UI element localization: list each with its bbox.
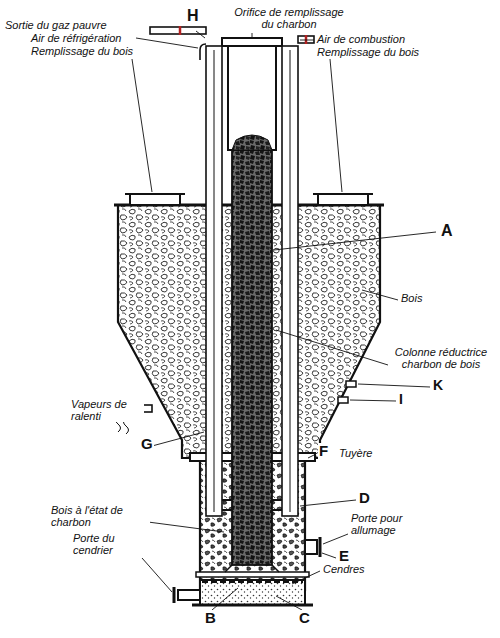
part-label: Bois: [400, 292, 423, 304]
leader-line: [362, 290, 398, 300]
grate: [202, 581, 303, 583]
leader-line: [358, 384, 430, 387]
tuyere-nozzle: [222, 500, 282, 510]
column-mouth: [225, 565, 279, 572]
part-label: Vapeurs de ralenti: [70, 398, 144, 422]
air-pipe: [282, 46, 298, 516]
leader-line: [300, 500, 356, 506]
cooling-air-inlet: [200, 44, 206, 60]
leader-line: [274, 232, 436, 250]
leader-line: [148, 522, 224, 532]
air-pipe-inner: [290, 50, 291, 512]
cap-rim: [125, 193, 185, 195]
ash-door-handle: [173, 587, 176, 603]
leader-line: [152, 432, 204, 446]
part-label: Air de réfrigération: [30, 32, 123, 44]
ash-door: [178, 590, 200, 600]
charging-neck: [228, 46, 276, 150]
part-label: Sortie du gaz pauvre: [4, 19, 108, 31]
leader-line: [330, 59, 342, 192]
part-label: Tuyère: [338, 447, 373, 459]
leader-line: [350, 400, 396, 401]
callout-letter: B: [204, 610, 217, 627]
part-label: Air de combustion: [316, 33, 406, 45]
callout-letter: K: [432, 378, 444, 393]
part-label: Bois à l'état de charbon: [50, 504, 150, 528]
part-label: Orifice de remplissage du charbon: [232, 6, 346, 30]
part-label: Colonne réductrice charbon de bois: [390, 346, 492, 370]
callout-letter: I: [398, 392, 404, 407]
leader-lines: [132, 31, 436, 610]
leader-line: [132, 59, 152, 192]
ignition-door: [305, 540, 317, 554]
leader-line: [142, 558, 172, 592]
callout-letter: H: [186, 7, 200, 25]
leader-line: [276, 330, 388, 365]
gas-outlet-pipe: [150, 27, 206, 34]
cap-rim: [313, 193, 373, 195]
air-pipe: [206, 46, 222, 516]
port-i: [338, 397, 348, 403]
leader-line: [323, 534, 348, 544]
callout-letter: G: [140, 436, 154, 453]
air-pipe-inner: [214, 50, 215, 512]
leader-line: [196, 31, 205, 38]
combustion-air-inlet: [298, 36, 314, 43]
port-k: [346, 381, 356, 387]
leader-line: [322, 553, 336, 558]
callout-letter: C: [298, 610, 311, 627]
leader-line: [276, 596, 302, 610]
ignition-door-handle: [319, 537, 322, 557]
leader-line: [136, 38, 198, 48]
coal-heap: [232, 135, 272, 150]
leader-line: [212, 588, 238, 610]
callout-letter: D: [358, 490, 371, 507]
part-label: Remplissage du bois: [316, 46, 420, 58]
gas-outlet-flange: [179, 26, 182, 35]
leader-line: [300, 40, 314, 41]
part-label: Porte pour allumage: [350, 512, 436, 536]
firebox-band: [196, 572, 309, 577]
leader-line: [308, 454, 316, 458]
charging-flange: [222, 38, 282, 46]
combustion-air-flange: [305, 35, 308, 44]
charcoal-column: [232, 150, 272, 565]
part-label: Cendres: [322, 563, 366, 575]
callout-letter: A: [440, 222, 454, 240]
leader-line: [252, 33, 253, 37]
callout-letter: F: [318, 443, 329, 460]
part-label: Remplissage du bois: [30, 45, 134, 57]
leader-line: [292, 571, 320, 584]
part-label: Porte du cendrier: [72, 532, 146, 556]
wood-fill-cap: [318, 194, 368, 205]
wood-fill-cap: [130, 194, 180, 205]
ash-pit: [200, 580, 305, 605]
